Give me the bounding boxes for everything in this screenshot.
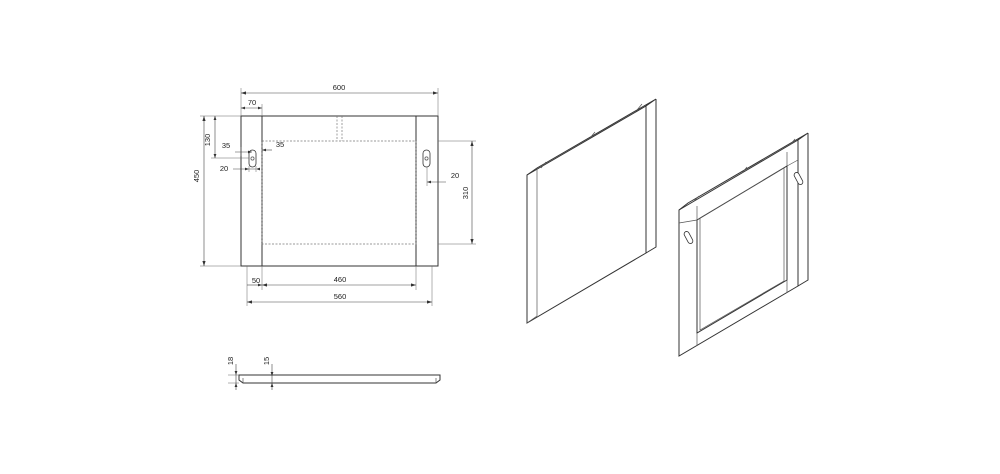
door-outline xyxy=(240,115,439,267)
dim-hinge-offset-x: 35 xyxy=(222,141,230,150)
dim-hinge-slot-width: 20 xyxy=(220,164,228,173)
iso-hinge-slot-left xyxy=(683,231,694,244)
iso-flat-panel xyxy=(526,98,657,324)
dim-inner-thickness: 15 xyxy=(262,357,271,365)
dim-top-to-hinge: 130 xyxy=(203,134,212,147)
dim-bottom-left-offset: 50 xyxy=(252,276,260,285)
dim-panel-thickness: 18 xyxy=(226,357,235,365)
section-profile xyxy=(238,374,441,384)
dim-stile-width: 70 xyxy=(248,98,256,107)
front-view: 600 70 450 130 35 20 35 xyxy=(192,83,476,306)
right-hinge-slot xyxy=(422,149,431,168)
iso-frame-panel xyxy=(678,132,809,357)
iso-hinge-slot-right xyxy=(793,172,804,185)
dim-right-hinge-offset: 20 xyxy=(451,171,459,180)
dim-overall-width: 600 xyxy=(333,83,346,92)
dim-hinge-centers-width: 560 xyxy=(334,292,347,301)
dim-inner-width: 460 xyxy=(334,275,347,284)
dim-inner-offset: 35 xyxy=(276,140,284,149)
dim-overall-height: 450 xyxy=(192,170,201,183)
section-view: 18 15 xyxy=(226,357,441,390)
inner-panel-hidden xyxy=(261,140,417,245)
dim-hinge-spacing: 310 xyxy=(461,187,470,200)
left-hinge-slot xyxy=(248,149,257,168)
